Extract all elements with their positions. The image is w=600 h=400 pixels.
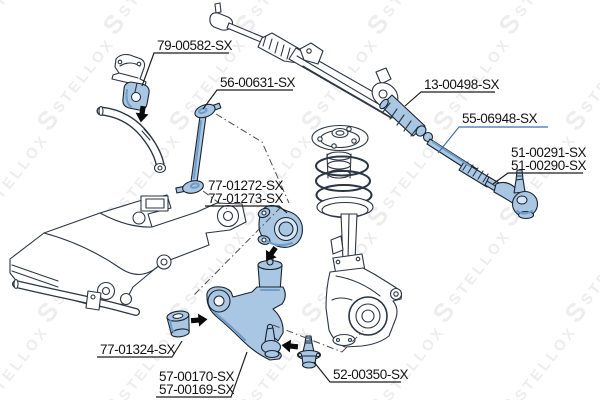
steering-rack <box>209 2 399 119</box>
install-arrows <box>135 105 299 353</box>
rack-boot-part <box>379 94 427 137</box>
steering-knuckle <box>325 253 403 348</box>
label-inner-tie-rod-highlighted: 55-06948-SX <box>437 111 548 154</box>
part-labels: 79-00582-SX 56-00631-SX 13-00498-SX 55-0… <box>97 38 587 398</box>
part-number[interactable]: 77-01324-SX <box>100 342 176 357</box>
install-arrow-bushing-icon <box>190 313 208 327</box>
assembly-axis-lines <box>192 113 364 353</box>
label-leader-line <box>202 89 293 110</box>
install-arrow-clamp-icon <box>265 245 278 261</box>
label-control-arm-rear-bushing: 77-01272-SX 77-01273-SX <box>205 178 288 214</box>
part-number[interactable]: 51-00291-SX <box>511 145 587 160</box>
part-number[interactable]: 51-00290-SX <box>511 158 587 173</box>
label-leader-line <box>205 205 288 214</box>
stabilizer-bar-upper <box>96 105 167 174</box>
stabilizer-link-part <box>175 102 222 194</box>
label-ball-joint: 52-00350-SX <box>313 361 409 383</box>
part-number[interactable]: 52-00350-SX <box>333 367 409 382</box>
stabilizer-bar-front <box>12 278 140 316</box>
stabilizer-bushing-part <box>122 81 150 111</box>
part-number[interactable]: 77-01272-SX <box>208 178 284 193</box>
ball-joint-part <box>296 335 322 369</box>
label-stabilizer-bushing: 79-00582-SX <box>141 38 233 87</box>
part-number[interactable]: 56-00631-SX <box>220 75 296 90</box>
stabilizer-bracket <box>111 53 147 87</box>
inner-tie-rod-part <box>422 131 495 188</box>
label-stabilizer-link: 56-00631-SX <box>202 75 296 110</box>
front-bushing-part <box>166 310 190 338</box>
label-leader-line <box>97 340 183 358</box>
coil-spring-strut <box>311 124 374 261</box>
outer-tie-rod-part <box>484 169 539 220</box>
label-leader-line <box>156 351 248 398</box>
label-leader-line <box>404 91 495 107</box>
label-leader-line <box>313 361 401 383</box>
part-number[interactable]: 79-00582-SX <box>157 38 233 53</box>
part-number[interactable]: 13-00498-SX <box>424 77 500 92</box>
label-leader-line <box>437 126 548 154</box>
rear-bushing-clamp-part <box>257 204 303 249</box>
label-outer-tie-rod-end: 51-00291-SX 51-00290-SX <box>492 145 587 185</box>
install-arrow-balljoint-icon <box>281 339 299 353</box>
label-control-arm-front-bushing: 77-01324-SX <box>97 340 183 358</box>
part-number[interactable]: 77-01273-SX <box>208 191 284 206</box>
label-control-arm: 57-00170-SX 57-00169-SX <box>156 351 248 398</box>
part-number-selected[interactable]: 55-06948-SX <box>462 111 538 126</box>
label-steering-rack-boot: 13-00498-SX <box>404 77 500 107</box>
install-arrow-down-icon <box>135 105 149 123</box>
part-number[interactable]: 57-00170-SX <box>159 369 235 384</box>
label-leader-line <box>492 172 583 185</box>
part-number[interactable]: 57-00169-SX <box>159 382 235 397</box>
label-leader-line <box>141 52 229 87</box>
subframe <box>9 194 247 308</box>
control-arm-part <box>206 255 286 361</box>
